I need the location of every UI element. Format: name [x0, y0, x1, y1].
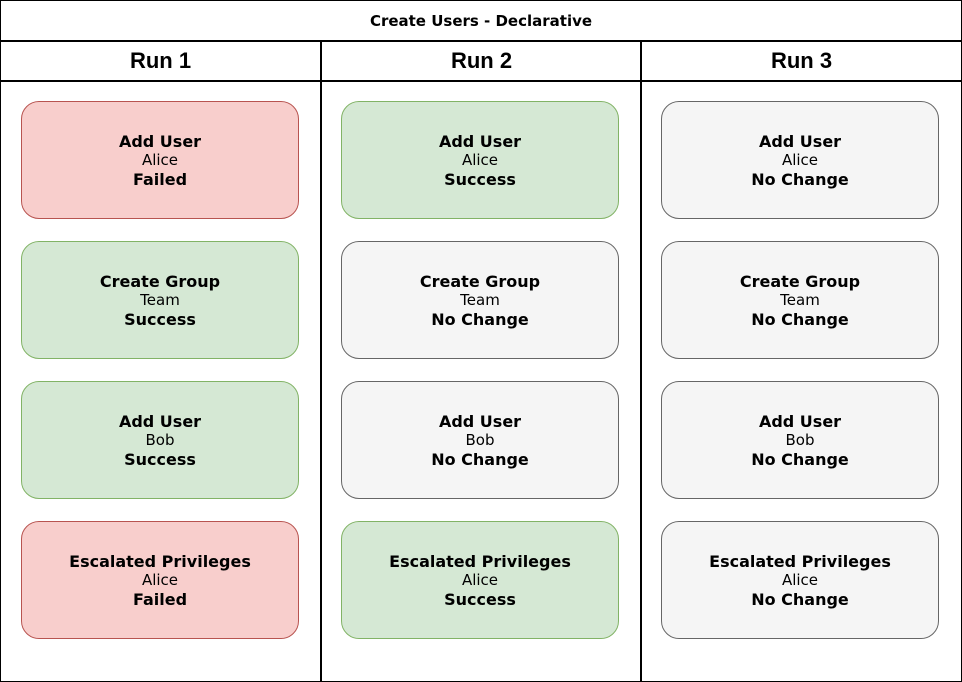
step-status: Failed — [132, 589, 188, 609]
step-action: Add User — [118, 131, 202, 151]
step-action: Escalated Privileges — [389, 551, 571, 571]
step-subject: Alice — [461, 570, 499, 589]
step-status: Success — [124, 449, 196, 469]
step-card: Escalated Privileges Alice No Change — [661, 521, 939, 639]
step-action: Create Group — [739, 271, 861, 291]
step-action: Escalated Privileges — [709, 551, 891, 571]
step-action: Add User — [118, 411, 202, 431]
step-action: Create Group — [99, 271, 221, 291]
step-card: Create Group Team No Change — [341, 241, 619, 359]
step-action: Escalated Privileges — [69, 551, 251, 571]
step-card: Create Group Team Success — [21, 241, 299, 359]
run-header: Run 1 — [1, 42, 320, 82]
step-subject: Team — [140, 290, 180, 309]
step-card: Add User Bob Success — [21, 381, 299, 499]
step-action: Add User — [438, 131, 522, 151]
step-status: Success — [124, 309, 196, 329]
step-status: Success — [444, 589, 516, 609]
step-card: Add User Alice Failed — [21, 101, 299, 219]
step-status: No Change — [751, 449, 849, 469]
step-action: Create Group — [419, 271, 541, 291]
step-status: No Change — [431, 309, 529, 329]
step-card: Add User Bob No Change — [341, 381, 619, 499]
step-status: Failed — [132, 169, 188, 189]
step-subject: Alice — [781, 150, 819, 169]
diagram-title: Create Users - Declarative — [1, 1, 961, 42]
run-column-1: Run 1 Add User Alice Failed Create Group… — [1, 42, 320, 681]
step-subject: Alice — [781, 570, 819, 589]
step-subject: Alice — [461, 150, 499, 169]
step-card: Add User Alice No Change — [661, 101, 939, 219]
step-subject: Team — [780, 290, 820, 309]
step-card: Add User Bob No Change — [661, 381, 939, 499]
step-status: Success — [444, 169, 516, 189]
step-subject: Bob — [785, 430, 815, 449]
step-status: No Change — [431, 449, 529, 469]
step-card: Escalated Privileges Alice Failed — [21, 521, 299, 639]
column-divider — [640, 42, 642, 681]
step-action: Add User — [758, 411, 842, 431]
column-divider — [320, 42, 322, 681]
step-subject: Bob — [145, 430, 175, 449]
step-subject: Alice — [141, 570, 179, 589]
run-header: Run 3 — [642, 42, 961, 82]
step-status: No Change — [751, 589, 849, 609]
step-action: Add User — [758, 131, 842, 151]
step-card: Escalated Privileges Alice Success — [341, 521, 619, 639]
run-header: Run 2 — [322, 42, 641, 82]
step-status: No Change — [751, 169, 849, 189]
step-subject: Bob — [465, 430, 495, 449]
step-card: Create Group Team No Change — [661, 241, 939, 359]
step-subject: Team — [460, 290, 500, 309]
step-card: Add User Alice Success — [341, 101, 619, 219]
step-subject: Alice — [141, 150, 179, 169]
step-status: No Change — [751, 309, 849, 329]
step-action: Add User — [438, 411, 522, 431]
run-column-3: Run 3 Add User Alice No Change Create Gr… — [642, 42, 961, 681]
run-column-2: Run 2 Add User Alice Success Create Grou… — [322, 42, 641, 681]
